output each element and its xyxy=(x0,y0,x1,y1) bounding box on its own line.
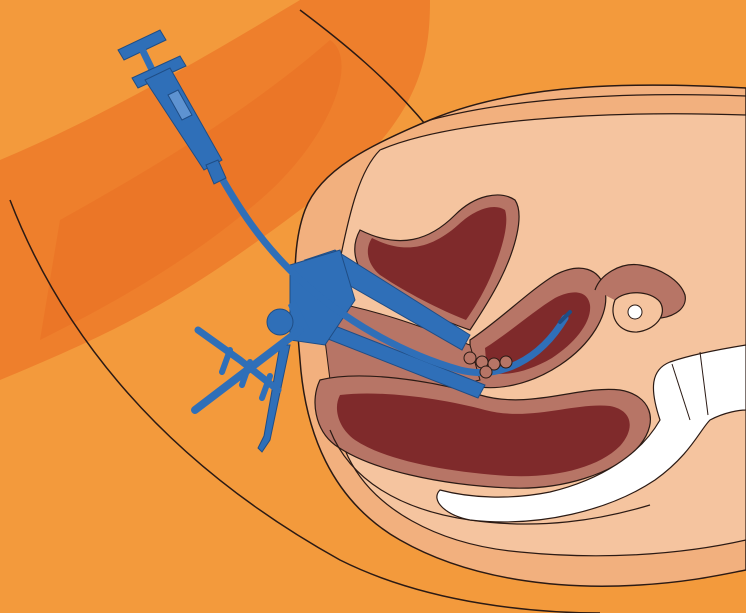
speculum-screw xyxy=(267,309,293,335)
ovary-follicle xyxy=(628,305,642,319)
